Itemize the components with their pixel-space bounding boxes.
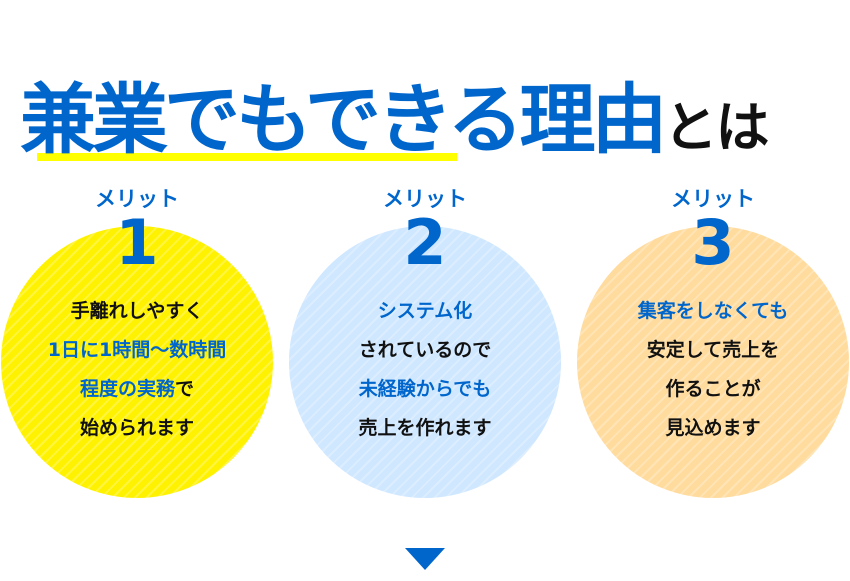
text-segment: されているので	[358, 339, 492, 361]
title-highlight	[37, 153, 457, 161]
text-segment: 集客をしなくても	[637, 300, 789, 322]
title-main: 兼業でもできる理由	[20, 75, 667, 164]
text-segment: 程度の実務	[79, 378, 175, 400]
triangle-down-icon	[405, 548, 445, 570]
description-line: 集客をしなくても	[569, 292, 850, 331]
text-segment: 見込めます	[665, 417, 761, 439]
merit-description: 手離れしやすく 1日に1時間〜数時間程度の実務で始められます	[0, 292, 281, 448]
description-line: 程度の実務で	[0, 370, 281, 409]
merit-circle	[1, 226, 273, 498]
description-line: 作ることが	[569, 370, 850, 409]
text-segment: 未経験からでも	[358, 378, 492, 400]
description-line: 見込めます	[569, 409, 850, 448]
merit-label: メリット	[95, 187, 179, 211]
description-line: 未経験からでも	[281, 370, 569, 409]
merit-description: 集客をしなくても安定して売上を作ることが見込めます	[569, 292, 850, 448]
text-segment: 作ることが	[665, 378, 761, 400]
merit-label: メリット	[383, 187, 467, 211]
description-line: 安定して売上を	[569, 331, 850, 370]
merit-circle	[577, 226, 849, 498]
text-segment: システム化	[377, 300, 473, 322]
merit-description: システム化されているので未経験からでも売上を作れます	[281, 292, 569, 448]
text-segment: 安定して売上を	[646, 339, 780, 361]
merit-number: 1	[115, 206, 159, 279]
title-tail: とは	[663, 96, 769, 159]
description-line: 手離れしやすく	[0, 292, 281, 331]
description-line: システム化	[281, 292, 569, 331]
page-title: 兼業でもできる理由とは	[20, 58, 769, 168]
description-line: 始められます	[0, 409, 281, 448]
description-line: されているので	[281, 331, 569, 370]
text-segment: で	[175, 378, 195, 400]
merit-circle	[289, 226, 561, 498]
merit-number: 3	[691, 206, 735, 279]
description-line: 売上を作れます	[281, 409, 569, 448]
text-segment: 1日に1時間〜数時間	[47, 339, 227, 361]
description-line: 1日に1時間〜数時間	[0, 331, 281, 370]
heading: 兼業でもできる理由とは	[20, 58, 840, 164]
merit-label: メリット	[671, 187, 755, 211]
text-segment: 手離れしやすく	[70, 300, 204, 322]
text-segment: 始められます	[79, 417, 194, 439]
merit-number: 2	[403, 206, 447, 279]
text-segment: 売上を作れます	[358, 417, 492, 439]
